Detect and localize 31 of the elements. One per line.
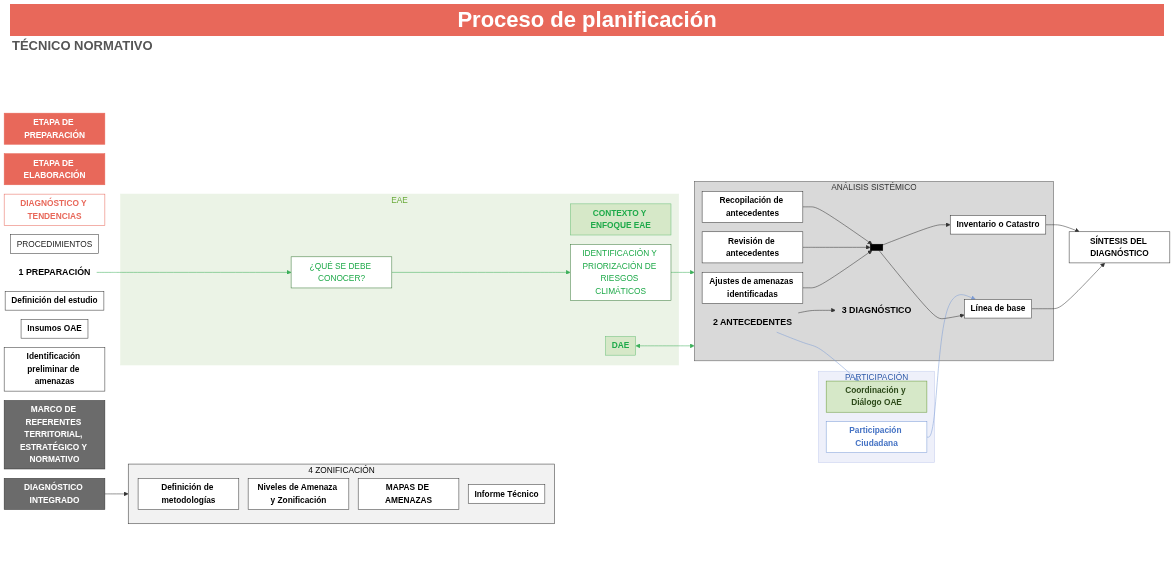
node-box: Participación Ciudadana [825,421,928,453]
node-box: Ajustes de amenazas identificadas [701,272,804,304]
node-box: Definición del estudio [4,291,105,311]
node-box: Línea de base [964,299,1032,319]
node-box: Definición de metodologías [137,478,240,510]
node-box: CONTEXTO Y ENFOQUE EAE [570,203,672,236]
node-box: PROCEDIMIENTOS [10,234,99,254]
node-box: Recopilación de antecedentes [701,191,804,223]
node-text: 3 DIAGNÓSTICO [841,305,912,316]
node-box: Revisión de antecedentes [701,231,804,264]
node-box: IDENTIFICACIÓN Y PRIORIZACIÓN DE RIESGOS CLIMÁTICOS [570,244,672,301]
node-box: Niveles de Amenaza y Zonificación [247,478,350,510]
node-bar [870,244,883,251]
node-box: ETAPA DE ELABORACIÓN [3,153,106,186]
lane-label: TÉCNICO NORMATIVO [12,38,154,53]
node-box: Identificación preliminar de amenazas [3,347,106,392]
node-box: DIAGNÓSTICO INTEGRADO [3,478,106,510]
node-box: ETAPA DE PREPARACIÓN [3,112,106,145]
node-box: MARCO DE REFERENTES TERRITORIAL, ESTRATÉGICO Y NORMATIVO [3,400,106,470]
node-text: 1 PREPARACIÓN [18,267,91,278]
node-box: DIAGNÓSTICO Y TENDENCIAS [3,193,106,226]
node-box: DAE [605,336,636,356]
diagram-title: Proceso de planificación [10,4,1164,36]
node-box: ¿QUÉ SE DEBE CONOCER? [290,256,393,289]
node-box: Informe Técnico [467,484,546,504]
node-box: SÍNTESIS DEL DIAGNÓSTICO [1068,231,1171,264]
node-box: Inventario o Catastro [950,215,1047,235]
node-box: Coordinación y Diálogo OAE [825,380,928,413]
node-box: MAPAS DE AMENAZAS [357,478,460,510]
node-text: 2 ANTECEDENTES [712,317,793,328]
node-box: Insumos OAE [20,319,89,339]
